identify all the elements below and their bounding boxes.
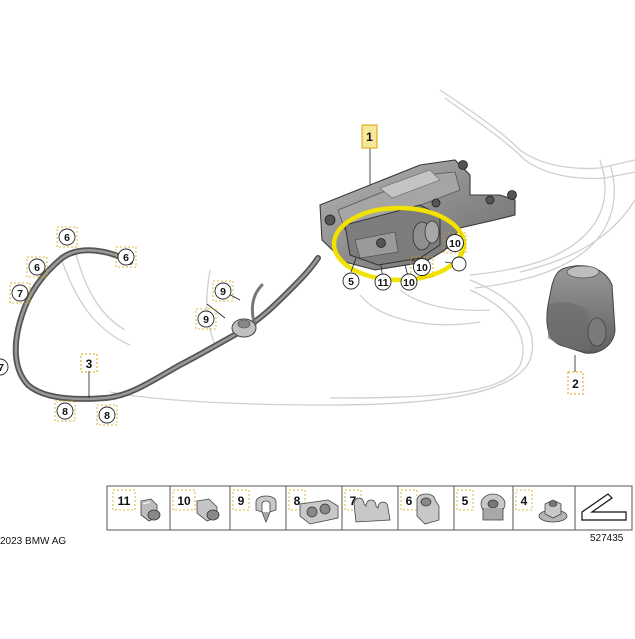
svg-text:10: 10 xyxy=(177,494,191,508)
triple-hose-clip-icon xyxy=(353,497,391,523)
svg-text:7: 7 xyxy=(17,288,23,300)
strip-cell-4: 4 xyxy=(515,489,568,523)
callout-9a: 9 xyxy=(212,280,234,302)
callout-11: 11 xyxy=(374,273,392,291)
hose-end-fitting-icon xyxy=(140,498,161,522)
hose-clip-icon xyxy=(255,495,277,524)
svg-text:10: 10 xyxy=(416,262,428,274)
grommet-icon xyxy=(480,493,506,521)
callout-8a: 8 xyxy=(54,400,76,422)
callout-9b: 9 xyxy=(195,308,217,330)
svg-text:5: 5 xyxy=(348,276,354,288)
valve-block-part-1 xyxy=(319,159,517,271)
callout-7a: 7 xyxy=(9,282,31,304)
callout-7b: 7 xyxy=(0,358,9,376)
svg-text:2: 2 xyxy=(572,377,579,391)
svg-text:11: 11 xyxy=(377,277,388,289)
svg-text:4: 4 xyxy=(521,494,528,508)
svg-text:9: 9 xyxy=(203,314,209,326)
svg-text:7: 7 xyxy=(0,362,4,374)
svg-text:5: 5 xyxy=(462,494,469,508)
strip-cell-5: 5 xyxy=(456,489,506,521)
leader-lines xyxy=(88,148,576,398)
copyright-text: 2023 BMW AG xyxy=(0,536,66,547)
strip-cell-9: 9 xyxy=(232,489,277,524)
parts-strip: 11 10 9 xyxy=(106,485,633,531)
strip-cell-6: 6 xyxy=(400,489,440,525)
callout-5: 5 xyxy=(342,272,360,290)
svg-text:9: 9 xyxy=(220,286,226,298)
hose-clip-connector xyxy=(231,318,257,338)
svg-text:8: 8 xyxy=(294,494,301,508)
callout-10c: 10 xyxy=(400,273,418,291)
callout-10a: 10 xyxy=(443,232,467,254)
svg-text:9: 9 xyxy=(238,494,245,508)
diagram-number: 527435 xyxy=(590,533,624,544)
svg-text:8: 8 xyxy=(104,410,110,422)
callout-6b: 6 xyxy=(115,246,137,268)
strip-cell-7: 7 xyxy=(344,489,391,523)
strip-cell-8: 8 xyxy=(288,489,339,525)
svg-text:10: 10 xyxy=(449,238,461,250)
single-hose-clip-icon xyxy=(416,493,440,525)
arrow-symbol-icon xyxy=(581,493,627,521)
callout-3: 3 xyxy=(80,353,98,373)
callout-10b: 10 xyxy=(410,256,434,278)
callout-8b: 8 xyxy=(96,404,118,426)
hex-nut-icon xyxy=(538,499,568,523)
background-routing-lines xyxy=(59,89,635,406)
svg-text:11: 11 xyxy=(118,494,131,508)
svg-text:8: 8 xyxy=(62,406,68,418)
svg-text:7: 7 xyxy=(350,494,357,508)
strip-cell-11: 11 xyxy=(112,489,161,522)
svg-text:1: 1 xyxy=(366,130,373,144)
callout-11-secondary xyxy=(451,256,467,272)
hose-part-3 xyxy=(12,247,321,402)
strip-cell-10: 10 xyxy=(172,489,220,522)
svg-text:3: 3 xyxy=(86,357,93,371)
svg-text:6: 6 xyxy=(406,494,413,508)
svg-text:6: 6 xyxy=(64,232,70,244)
callout-6c: 6 xyxy=(26,256,48,278)
cover-housing-part-2 xyxy=(546,265,616,354)
double-hose-clip-icon xyxy=(299,499,339,525)
callout-6a: 6 xyxy=(56,226,78,248)
highlight-ellipse xyxy=(331,205,467,283)
svg-text:6: 6 xyxy=(123,252,129,264)
svg-text:6: 6 xyxy=(34,262,40,274)
callout-1: 1 xyxy=(361,124,378,149)
hose-end-fitting-icon xyxy=(196,498,220,522)
callout-2: 2 xyxy=(567,371,584,395)
svg-text:10: 10 xyxy=(403,277,415,289)
